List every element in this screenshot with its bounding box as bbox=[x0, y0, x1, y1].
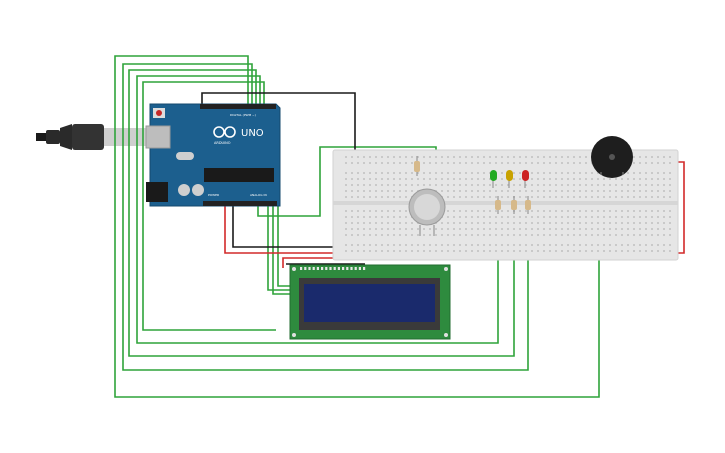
resistor-sensor bbox=[414, 156, 420, 176]
wire-lcd-3 bbox=[272, 206, 296, 295]
wire-lcd-1 bbox=[142, 81, 276, 331]
digital-header-label: DIGITAL (PWM ~) bbox=[230, 113, 256, 117]
resistor-led-yellow bbox=[511, 196, 517, 214]
leds[interactable] bbox=[490, 170, 529, 188]
resistor-led-red bbox=[525, 196, 531, 214]
arduino-logo-icon bbox=[213, 126, 236, 138]
yellow-led bbox=[506, 170, 513, 188]
arduino-subbrand-label: ARDUINO bbox=[214, 141, 231, 145]
resistors[interactable] bbox=[414, 156, 531, 214]
green-led bbox=[490, 170, 497, 188]
resistor-led-green bbox=[495, 196, 501, 214]
wire-to-led-green bbox=[136, 75, 499, 344]
lcd-pin-header bbox=[300, 267, 366, 270]
red-led bbox=[522, 170, 529, 188]
power-header-label: POWER bbox=[208, 193, 219, 197]
lcd-screen bbox=[304, 284, 435, 322]
arduino-uno-board[interactable]: UNO ARDUINO DIGITAL (PWM ~) POWER ANALOG… bbox=[145, 103, 281, 207]
gas-sensor[interactable] bbox=[408, 188, 446, 236]
lcd-16x2[interactable] bbox=[289, 264, 451, 340]
analog-header-label: ANALOG IN bbox=[250, 193, 267, 197]
wire-lcd-2 bbox=[267, 206, 296, 291]
arduino-brand-label: UNO bbox=[241, 128, 264, 139]
piezo-buzzer[interactable] bbox=[591, 136, 633, 178]
